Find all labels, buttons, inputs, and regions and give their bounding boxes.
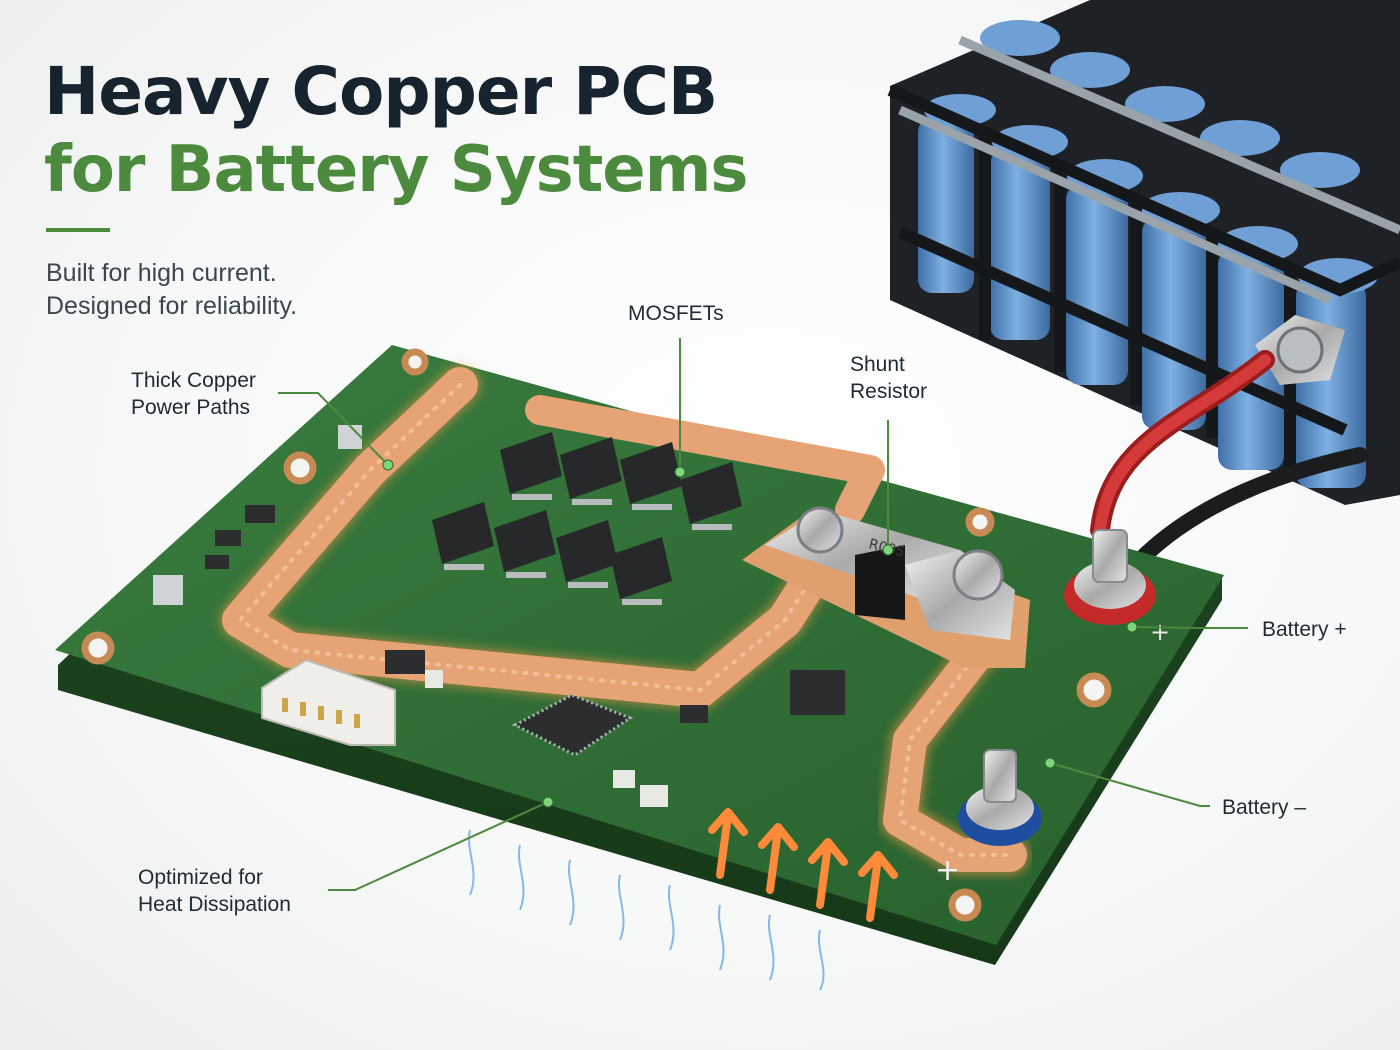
callout-heat-dissipation: Optimized for Heat Dissipation — [138, 864, 291, 918]
callout-heat-line1: Optimized for — [138, 866, 263, 889]
battery-plus-terminal — [1064, 529, 1156, 625]
callout-battery-minus-line1: Battery – — [1222, 796, 1307, 819]
callout-battery-plus-line1: Battery + — [1262, 618, 1347, 641]
tagline-line-2: Designed for reliability. — [46, 292, 298, 320]
pin-header-connector — [261, 658, 396, 746]
tagline-line-1: Built for high current. — [46, 259, 277, 287]
title-block: Heavy Copper PCB for Battery Systems — [44, 52, 748, 208]
mounting-holes — [81, 348, 1112, 922]
battery-cells — [918, 20, 1378, 488]
battery-busbars — [898, 35, 1400, 305]
plus-silkscreen: + — [1150, 618, 1170, 646]
callout-dots — [382, 459, 1138, 808]
title-line-2: for Battery Systems — [44, 133, 748, 207]
mosfet-array — [432, 432, 742, 605]
callout-thick-copper-line2: Power Paths — [131, 396, 251, 419]
callout-thick-copper-line1: Thick Copper — [131, 369, 256, 392]
battery-pack — [887, 0, 1400, 505]
callout-mosfets: MOSFETs — [628, 300, 724, 327]
callout-mosfets-line1: MOSFETs — [628, 302, 724, 325]
cooling-airflow-lines — [468, 829, 825, 991]
callout-shunt-line1: Shunt — [850, 353, 905, 376]
battery-minus-terminal — [958, 749, 1042, 846]
small-components — [153, 425, 845, 807]
callout-shunt-resistor: Shunt Resistor — [850, 351, 927, 405]
microcontroller — [511, 693, 634, 757]
battery-terminal — [1255, 315, 1345, 385]
callout-battery-minus: Battery – — [1222, 794, 1306, 821]
tagline: Built for high current. Designed for rel… — [46, 257, 297, 323]
battery-cables — [1090, 350, 1368, 568]
callout-shunt-line2: Resistor — [850, 380, 928, 403]
copper-power-paths — [220, 365, 1030, 875]
minus-area-plus-silkscreen: + — [935, 853, 960, 888]
battery-frame — [887, 84, 1400, 470]
title-line-1: Heavy Copper PCB — [44, 53, 718, 130]
shunt-resistor: R005 — [742, 506, 1030, 668]
heat-arrows — [708, 808, 898, 922]
callout-battery-plus: Battery + — [1262, 616, 1347, 643]
callout-heat-line2: Heat Dissipation — [138, 893, 291, 916]
callout-thick-copper: Thick Copper Power Paths — [131, 367, 256, 421]
callout-leaders — [278, 338, 1248, 891]
title-divider — [46, 228, 110, 232]
